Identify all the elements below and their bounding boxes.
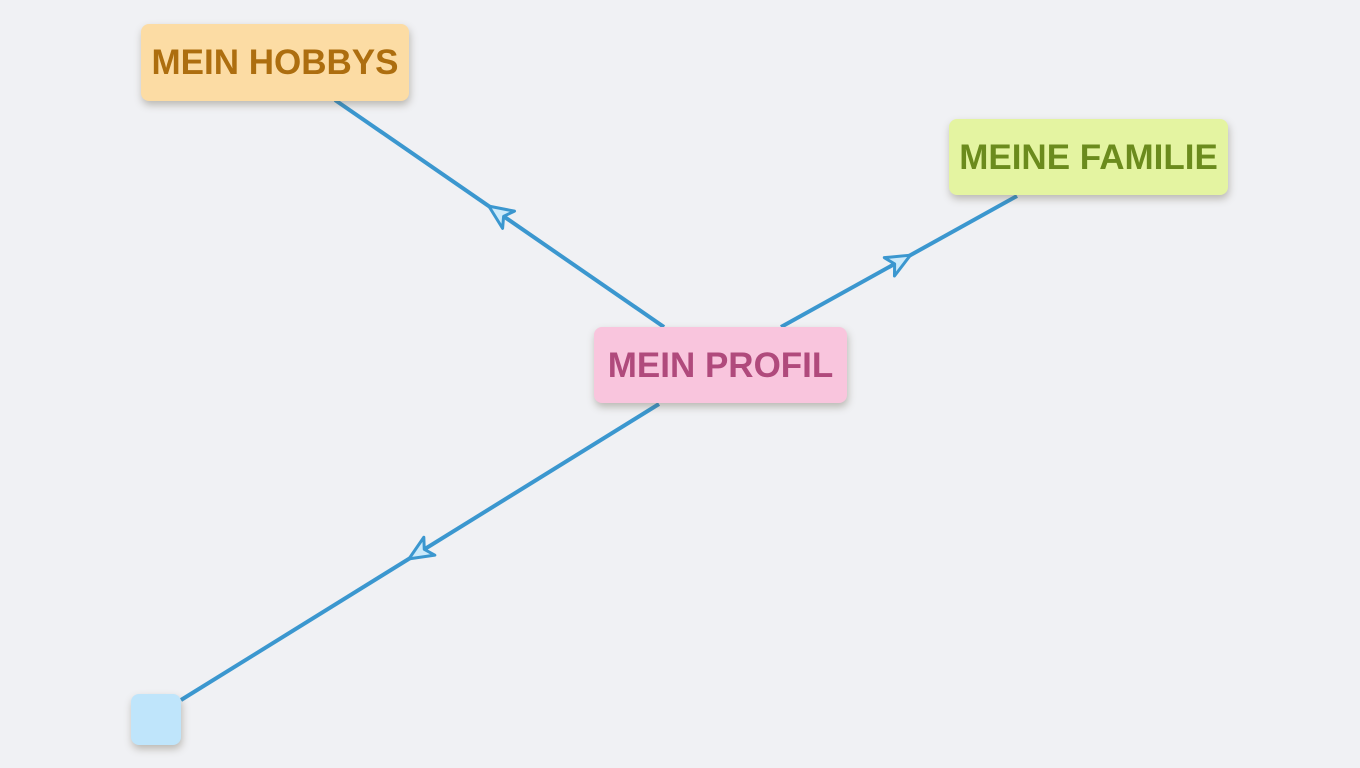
connector-arrowhead-icon — [407, 535, 437, 561]
connector-arrowhead-icon — [487, 204, 517, 230]
connector-arrowhead-icon — [882, 253, 912, 278]
cell-new-empty[interactable] — [131, 694, 181, 745]
cell-meine-familie[interactable]: MEINE FAMILIE — [949, 119, 1228, 195]
cell-mein-hobbys-label: MEIN HOBBYS — [151, 43, 399, 82]
cell-mein-hobbys[interactable]: MEIN HOBBYS — [141, 24, 409, 101]
cell-mein-profil[interactable]: MEIN PROFIL — [594, 327, 847, 403]
cell-meine-familie-label: MEINE FAMILIE — [959, 137, 1218, 177]
cell-mein-profil-label: MEIN PROFIL — [607, 345, 834, 385]
